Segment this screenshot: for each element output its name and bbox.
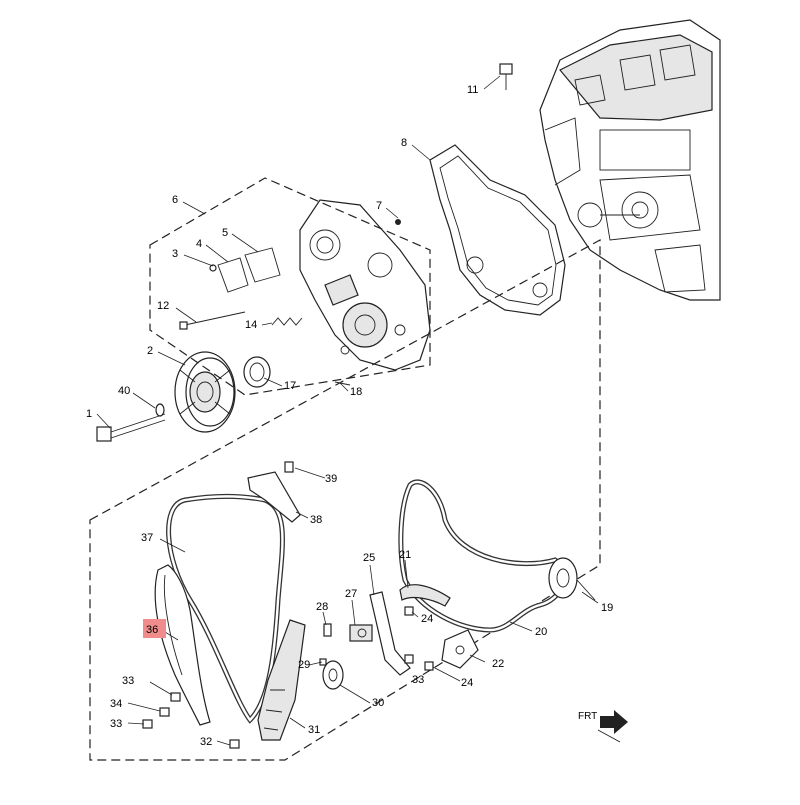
callout-25: 25	[363, 552, 375, 564]
front-direction-label: FRT	[578, 711, 597, 722]
tensioner-guide-31	[257, 619, 306, 741]
callout-24b: 24	[461, 677, 473, 689]
callout-28: 28	[316, 601, 328, 613]
lower-dashed-frame	[89, 238, 601, 761]
callout-6: 6	[172, 194, 178, 206]
callout-33b: 33	[122, 675, 134, 687]
callout-33a: 33	[412, 674, 424, 686]
callout-5: 5	[222, 227, 228, 239]
callout-11: 11	[467, 84, 478, 96]
crank-sprocket	[322, 660, 344, 690]
timing-cover-gasket	[429, 144, 566, 316]
front-direction-marker: FRT	[578, 710, 628, 743]
callout-36-highlight	[143, 619, 166, 638]
upper-small-parts	[179, 63, 513, 388]
callout-8: 8	[401, 137, 407, 149]
callout-21: 21	[399, 549, 411, 561]
bracket-38	[247, 461, 301, 523]
callout-29: 29	[298, 659, 310, 671]
crank-pulley	[174, 351, 236, 433]
callout-19: 19	[601, 602, 613, 614]
callout-14: 14	[245, 319, 257, 331]
leader-lines	[96, 75, 599, 746]
callout-7: 7	[376, 200, 382, 212]
callout-4: 4	[196, 238, 202, 250]
callout-36: 36	[146, 624, 158, 636]
tensioner-22	[441, 629, 479, 669]
callout-17: 17	[284, 380, 296, 392]
callout-27: 27	[345, 588, 357, 600]
callout-18: 18	[350, 386, 362, 398]
callout-31: 31	[308, 724, 320, 736]
callout-20: 20	[535, 626, 547, 638]
engine-block	[539, 19, 721, 301]
tensioner-assembly	[349, 591, 411, 676]
callout-40: 40	[118, 385, 130, 397]
upper-dashed-frame	[149, 177, 431, 396]
callout-24a: 24	[421, 613, 433, 625]
chain-guide-21	[399, 584, 451, 607]
callout-30: 30	[372, 697, 384, 709]
callout-34: 34	[110, 698, 122, 710]
crank-bolt	[96, 403, 166, 442]
cam-sprocket	[548, 557, 596, 601]
front-cover	[299, 199, 431, 371]
callout-38: 38	[310, 514, 322, 526]
callout-37: 37	[141, 532, 153, 544]
callout-1: 1	[86, 408, 92, 420]
callout-12: 12	[157, 300, 169, 312]
callout-39: 39	[325, 473, 337, 485]
chain-guide-36	[154, 564, 211, 726]
lower-bolts	[142, 606, 434, 749]
callout-2: 2	[147, 345, 153, 357]
callout-labels: 1 2 3 4 5 6 7 8 11 12 14 17 18 19 20 21 …	[86, 84, 613, 748]
callout-33c: 33	[110, 718, 122, 730]
callout-3: 3	[172, 248, 178, 260]
timing-chain-secondary	[398, 479, 567, 633]
callout-32: 32	[200, 736, 212, 748]
callout-22: 22	[492, 658, 504, 670]
front-arrow-icon	[600, 710, 628, 734]
